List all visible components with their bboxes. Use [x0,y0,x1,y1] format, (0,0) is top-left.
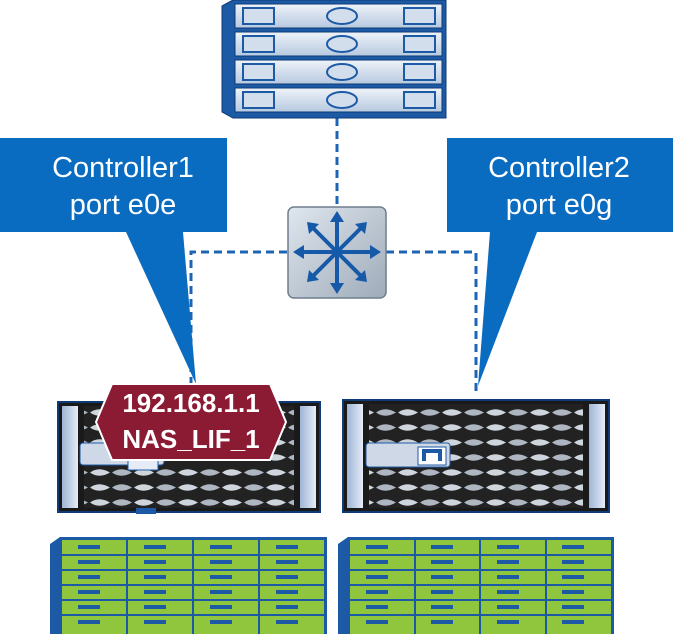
lif-ip-address: 192.168.1.1 [122,388,259,418]
disk-shelf-icon [50,537,327,634]
controller2-callout: Controller2 port e0g [447,138,673,386]
network-switch-icon [287,206,387,299]
controller2-callout-line2: port e0g [506,189,612,221]
controller2-callout-line1: Controller2 [488,152,630,184]
storage-controller-icon [342,399,610,513]
server-unit [234,59,443,85]
switch-controller2-link [386,250,478,392]
controller1-callout-line1: Controller1 [52,152,194,184]
server-unit [234,31,443,57]
nas-lif-badge: 192.168.1.1 NAS_LIF_1 [94,383,288,461]
lif-name: NAS_LIF_1 [122,424,259,454]
server-unit [234,3,443,29]
rack-server-icon [221,0,447,119]
disk-shelf-icon [338,537,614,634]
switch-controller1-link [189,250,287,392]
controller1-callout-line2: port e0e [70,189,176,221]
server-unit [234,87,443,113]
controller1-callout: Controller1 port e0e [0,138,227,384]
